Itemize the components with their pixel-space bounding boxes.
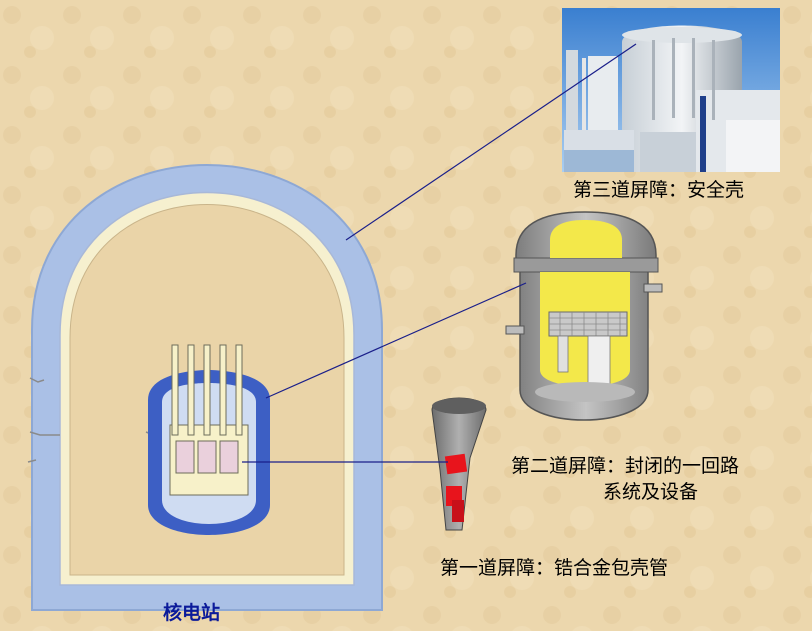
first-barrier-label: 第一道屏障：锆合金包壳管	[440, 557, 669, 579]
fuel-assemblies	[175, 440, 239, 474]
leader-lines	[242, 43, 637, 463]
reactor-vessel-schematic	[148, 344, 270, 535]
second-barrier-label: 第二道屏障：封闭的一回路	[511, 455, 740, 477]
fuel-cladding-tube	[431, 397, 487, 531]
containment-photo	[562, 8, 780, 172]
third-barrier-label: 第三道屏障：安全壳	[573, 179, 745, 201]
station-label: 核电站	[163, 602, 221, 624]
control-rods	[171, 344, 243, 436]
pressure-vessel-cutaway	[505, 211, 663, 421]
second-barrier-label-cont: 系统及设备	[603, 481, 699, 503]
